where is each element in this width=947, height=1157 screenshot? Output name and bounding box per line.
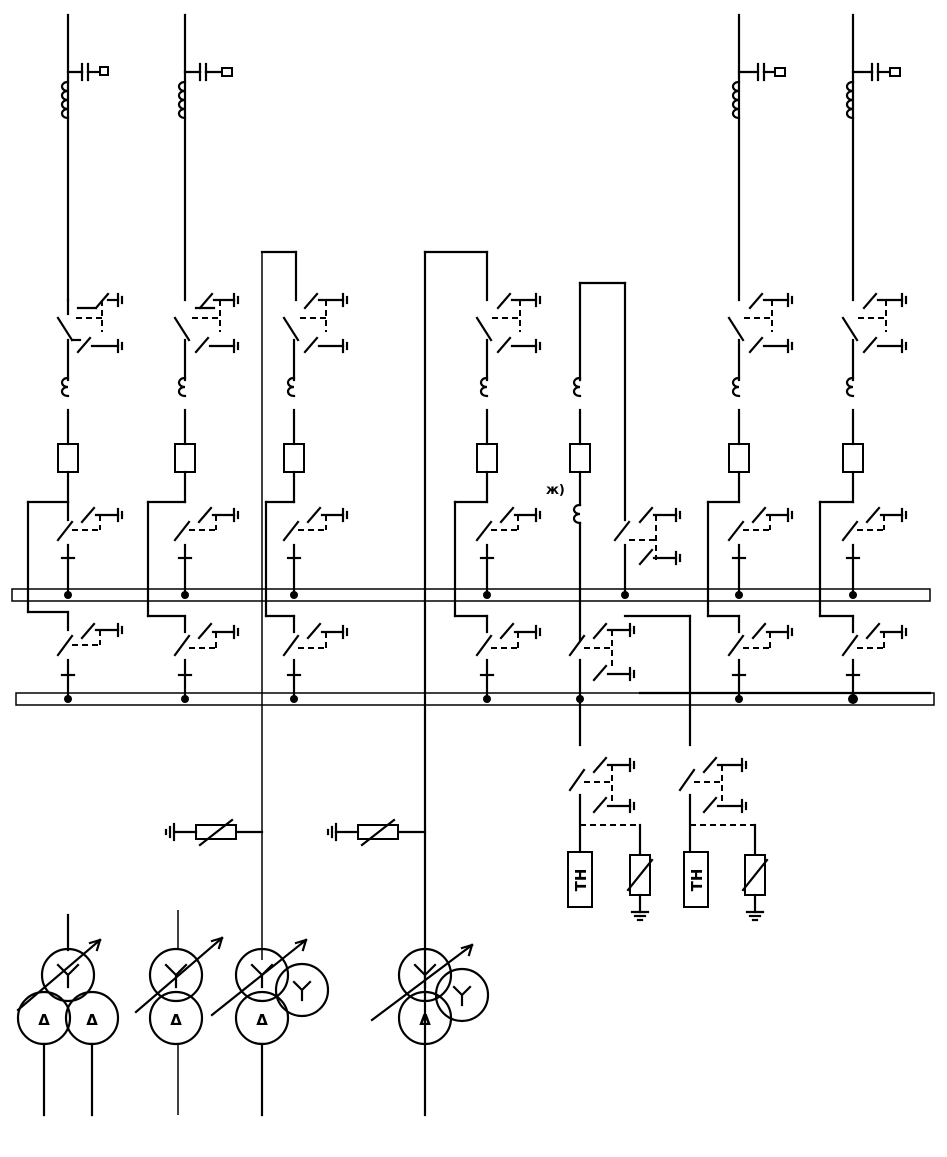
vt-label-2: ТН: [688, 869, 706, 892]
transformer-bay-1: [164, 250, 349, 960]
delta-symbol: Δ: [38, 1011, 50, 1029]
transformer-bay-2: [326, 250, 542, 1117]
vt-bay-2: ТН: [678, 756, 769, 922]
line-feeder-3: [706, 13, 794, 703]
busbar-1: [11, 588, 931, 602]
vt-label-1: ТН: [572, 869, 590, 892]
delta-symbol: Δ: [256, 1011, 268, 1029]
line-feeder-2: [146, 13, 240, 703]
vt-bay-1: ТН: [567, 756, 654, 922]
note-mark: ж): [546, 483, 565, 498]
bus-coupler-bay: ж): [546, 281, 932, 747]
line-feeder-1: [26, 13, 124, 703]
transformer-4: Δ: [370, 943, 490, 1046]
line-feeder-4: [818, 13, 908, 704]
busbar-2: [15, 692, 935, 706]
delta-symbol: Δ: [419, 1011, 431, 1029]
delta-symbol: Δ: [170, 1011, 182, 1029]
transformer-3: Δ: [210, 938, 330, 1117]
delta-symbol: Δ: [86, 1011, 98, 1029]
transformer-1: Δ Δ: [16, 913, 120, 1117]
transformer-2: Δ: [134, 910, 224, 1115]
